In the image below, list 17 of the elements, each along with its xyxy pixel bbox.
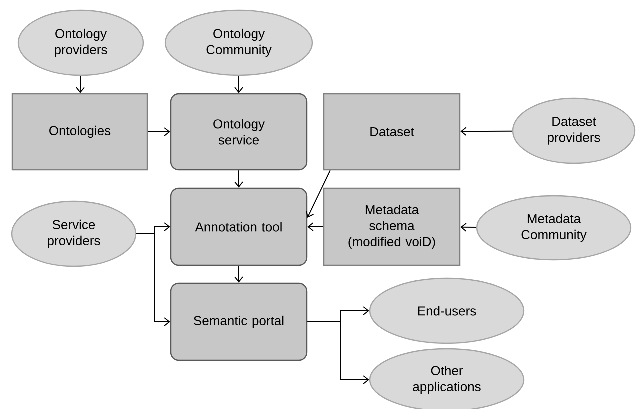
data-box: Dataset xyxy=(323,93,461,171)
arrow xyxy=(148,128,170,136)
arrow xyxy=(136,234,170,326)
arrow xyxy=(460,127,513,136)
process-box: Ontology service xyxy=(170,93,308,171)
data-box: Metadata schema (modified voiD) xyxy=(323,188,461,266)
data-box: Ontologies xyxy=(12,93,148,171)
process-box: Annotation tool xyxy=(170,188,308,266)
arrow xyxy=(234,266,244,283)
arrow xyxy=(460,222,477,232)
arrow xyxy=(307,322,370,384)
arrow xyxy=(306,170,331,218)
arrow xyxy=(308,222,324,232)
arrow xyxy=(234,76,244,94)
arrow xyxy=(76,76,85,94)
process-box: Semantic portal xyxy=(170,282,308,362)
arrow xyxy=(234,170,244,188)
